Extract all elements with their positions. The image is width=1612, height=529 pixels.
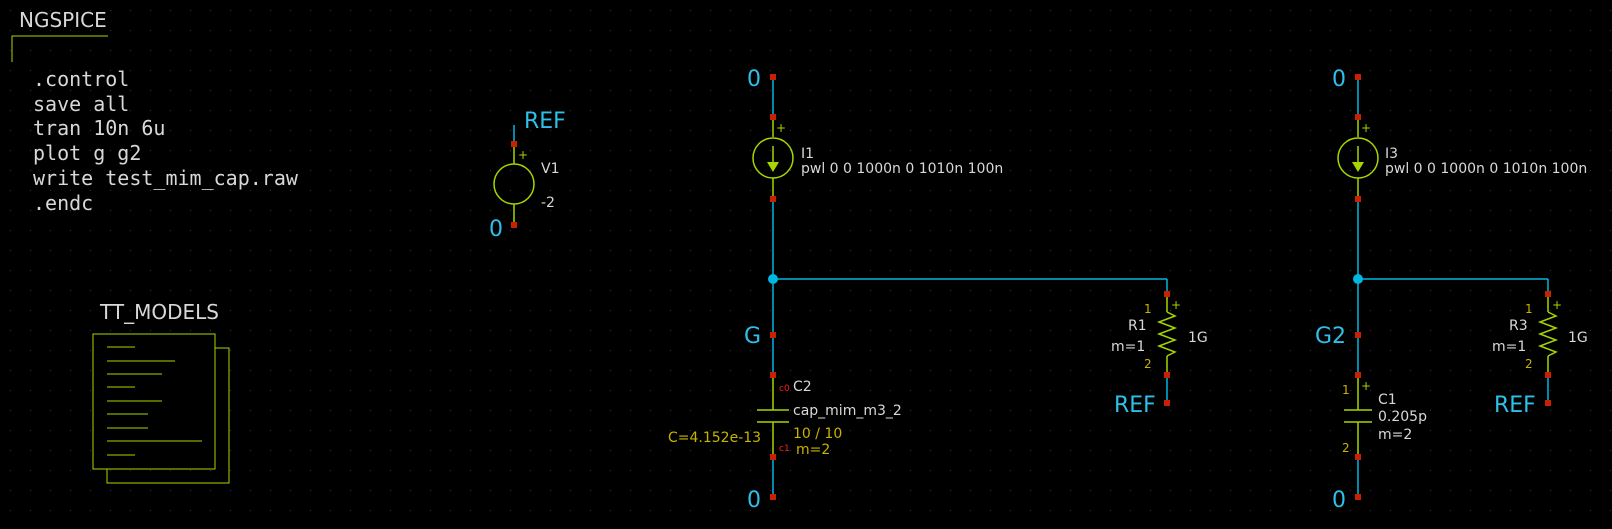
c2-computed-capacitance: C=4.152e-13 xyxy=(668,430,761,446)
v1-pin-minus[interactable] xyxy=(511,222,517,228)
c1-value: 0.205p xyxy=(1378,409,1427,425)
stacked-document-icon xyxy=(92,333,230,484)
pin-marker xyxy=(1355,494,1361,500)
i3-pin-bottom[interactable] xyxy=(1355,196,1361,202)
i3-plus-sign: + xyxy=(1361,121,1371,135)
tt-models-block[interactable]: TT_MODELS xyxy=(92,300,230,484)
net-label-gnd[interactable]: 0 xyxy=(747,488,761,513)
r1-mult: m=1 xyxy=(1111,339,1145,355)
c1-pin-label-2: 2 xyxy=(1342,441,1350,455)
r3-mult: m=1 xyxy=(1492,339,1526,355)
net-label-g[interactable]: G xyxy=(744,324,761,349)
pin-marker xyxy=(1355,74,1361,80)
r1-pin-label-1: 1 xyxy=(1144,302,1152,316)
r3-pin-1[interactable] xyxy=(1545,291,1551,297)
r1-pin-label-2: 2 xyxy=(1144,357,1152,371)
resistor-r1[interactable]: + 1 2 R1 m=1 1G xyxy=(1111,291,1208,378)
r3-pin-label-1: 1 xyxy=(1525,302,1533,316)
r1-pin-1[interactable] xyxy=(1164,291,1170,297)
net-label-ref[interactable]: REF xyxy=(524,109,566,134)
net-label-g2[interactable]: G2 xyxy=(1315,324,1346,349)
resistor-r3[interactable]: + 1 2 R3 m=1 1G xyxy=(1492,291,1588,378)
c2-model: cap_mim_m3_2 xyxy=(793,403,902,419)
ngspice-code-block[interactable]: NGSPICE .control save all tran 10n 6u pl… xyxy=(11,8,299,215)
c1-junction[interactable] xyxy=(768,274,778,284)
c1-name: C1 xyxy=(1378,392,1397,408)
net-label-gnd[interactable]: 0 xyxy=(489,217,503,242)
capacitor-c1[interactable]: + 1 2 C1 0.205p m=2 xyxy=(1342,372,1427,460)
i1-pin-bottom[interactable] xyxy=(770,196,776,202)
c1-pin-2[interactable] xyxy=(1355,454,1361,460)
circuit-1[interactable]: 0 + I1 pwl 0 0 1000n 0 1010n 100n G c0 c… xyxy=(668,67,1208,513)
c2-junction[interactable] xyxy=(1353,274,1363,284)
c2-pin-label-c1: c1 xyxy=(779,444,790,454)
c1-mult: m=2 xyxy=(1378,427,1412,443)
v1-name: V1 xyxy=(541,161,559,177)
code-line: .endc xyxy=(33,191,93,215)
voltage-source-v1[interactable]: + REF 0 V1 -2 xyxy=(489,109,566,242)
c2-name: C2 xyxy=(793,379,812,395)
code-line: save all xyxy=(33,92,129,116)
c1-plus-sign: + xyxy=(1361,379,1371,393)
code-line: write test_mim_cap.raw xyxy=(33,166,299,190)
code-line: plot g g2 xyxy=(33,141,141,165)
pin-marker xyxy=(1164,400,1170,406)
i3-pin-top[interactable] xyxy=(1355,114,1361,120)
v1-value: -2 xyxy=(541,195,555,211)
pin-marker xyxy=(1355,332,1361,338)
r3-pin-label-2: 2 xyxy=(1525,357,1533,371)
r1-plus-sign: + xyxy=(1171,298,1181,312)
c1-pin-1[interactable] xyxy=(1355,372,1361,378)
code-line: tran 10n 6u xyxy=(33,116,165,140)
r3-zigzag xyxy=(1537,311,1559,357)
r3-value: 1G xyxy=(1568,330,1588,346)
r3-pin-2[interactable] xyxy=(1545,372,1551,378)
net-label-gnd[interactable]: 0 xyxy=(747,67,761,92)
pin-marker xyxy=(770,74,776,80)
net-label-gnd[interactable]: 0 xyxy=(1332,488,1346,513)
models-block-title: TT_MODELS xyxy=(99,300,219,324)
c2-mult: m=2 xyxy=(796,442,830,458)
i1-value: pwl 0 0 1000n 0 1010n 100n xyxy=(801,161,1003,177)
net-label-ref[interactable]: REF xyxy=(1494,393,1536,418)
i1-arrow-icon xyxy=(767,162,779,172)
r1-name: R1 xyxy=(1128,318,1147,334)
code-line: .control xyxy=(33,67,129,91)
net-label-gnd[interactable]: 0 xyxy=(1332,67,1346,92)
i3-name: I3 xyxy=(1385,146,1398,162)
v1-pin-plus[interactable] xyxy=(511,141,517,147)
r1-value: 1G xyxy=(1188,330,1208,346)
current-source-i3[interactable]: + I3 pwl 0 0 1000n 0 1010n 100n xyxy=(1337,114,1587,202)
i3-value: pwl 0 0 1000n 0 1010n 100n xyxy=(1385,161,1587,177)
circuit-2[interactable]: 0 + I3 pwl 0 0 1000n 0 1010n 100n G2 + 1 xyxy=(1315,67,1588,513)
c2-pin-label-c0: c0 xyxy=(779,384,790,394)
code-block-corner xyxy=(11,35,108,62)
pin-marker xyxy=(770,332,776,338)
r1-pin-2[interactable] xyxy=(1164,372,1170,378)
c2-pin-c0[interactable] xyxy=(770,372,776,378)
pin-marker xyxy=(1545,400,1551,406)
pin-marker xyxy=(770,494,776,500)
r3-name: R3 xyxy=(1509,318,1528,334)
r1-zigzag xyxy=(1156,311,1178,357)
current-source-i1[interactable]: + I1 pwl 0 0 1000n 0 1010n 100n xyxy=(752,114,1003,202)
code-block-title: NGSPICE xyxy=(19,8,107,32)
i3-arrow-icon xyxy=(1352,162,1364,172)
mim-capacitor-c2[interactable]: c0 c1 C2 cap_mim_m3_2 10 / 10 m=2 C=4.15… xyxy=(668,372,902,460)
grid-dots xyxy=(10,10,1611,511)
c2-size: 10 / 10 xyxy=(793,426,842,442)
c2-pin-c1[interactable] xyxy=(770,454,776,460)
i1-plus-sign: + xyxy=(776,121,786,135)
r3-plus-sign: + xyxy=(1552,298,1562,312)
i1-pin-top[interactable] xyxy=(770,114,776,120)
v1-plus-sign: + xyxy=(518,148,528,162)
net-label-ref[interactable]: REF xyxy=(1114,393,1156,418)
c1-pin-label-1: 1 xyxy=(1342,383,1350,397)
i1-name: I1 xyxy=(801,146,814,162)
